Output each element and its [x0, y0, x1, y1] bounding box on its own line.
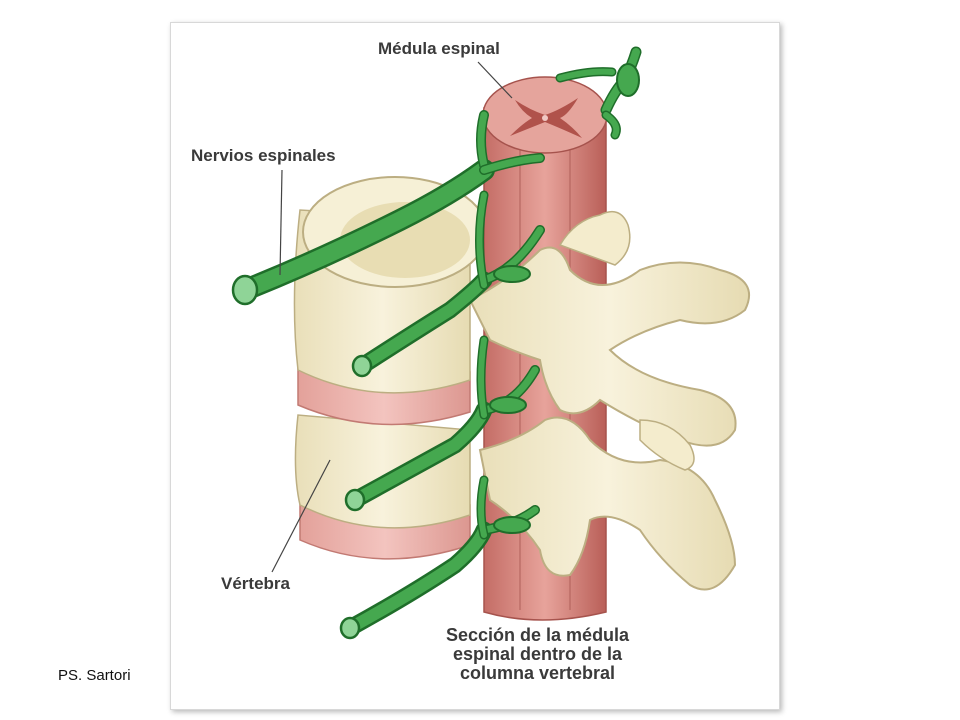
caption-line-2: espinal dentro de la: [453, 643, 623, 664]
label-vertebra: Vértebra: [221, 574, 290, 593]
figure-frame: [170, 22, 780, 710]
label-nervios-espinales: Nervios espinales: [191, 146, 336, 165]
figure-caption: Sección de la médula espinal dentro de l…: [446, 626, 629, 683]
caption-line-1: Sección de la médula: [446, 625, 630, 645]
leader-medula: [477, 61, 513, 99]
leader-lines: [271, 61, 513, 573]
spine-illustration: [231, 46, 750, 640]
vertebral-arches: [468, 210, 750, 591]
leader-vertebra: [271, 459, 331, 573]
spinal-nerves: [231, 46, 642, 640]
leader-nervios: [279, 169, 283, 276]
author-credit: PS. Sartori: [58, 667, 131, 684]
caption-line-3: columna vertebral: [460, 662, 616, 683]
label-medula-espinal: Médula espinal: [378, 39, 500, 58]
